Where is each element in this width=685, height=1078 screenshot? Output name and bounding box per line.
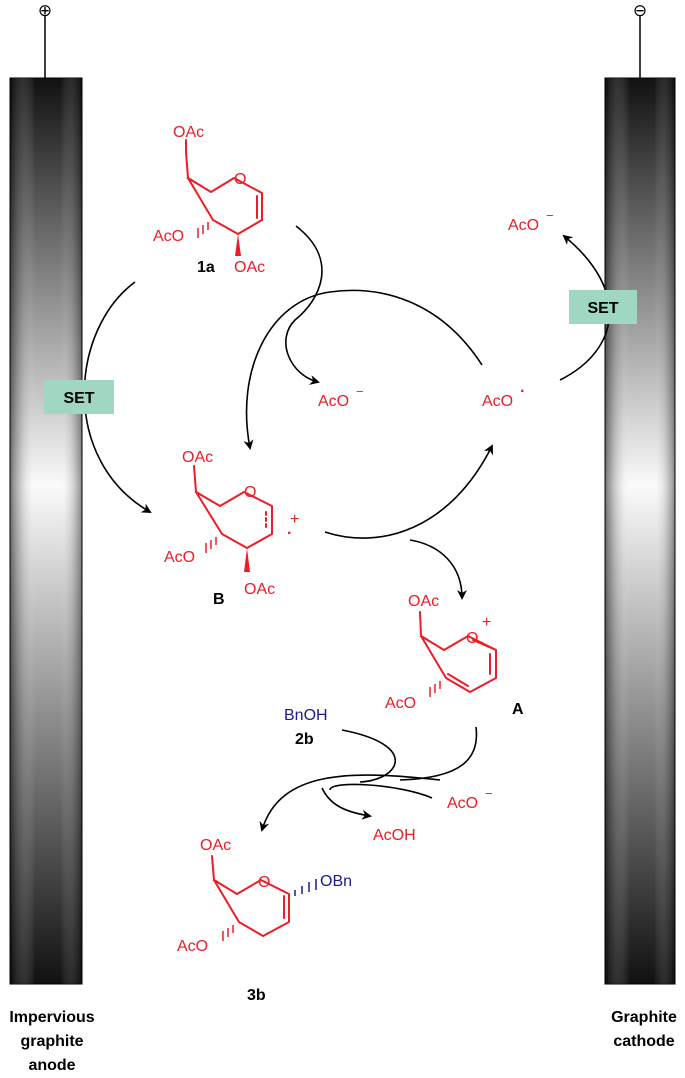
aco-radical: AcO · xyxy=(482,383,525,410)
B-oac-bottom: OAc xyxy=(244,581,275,598)
set-left-bg xyxy=(44,380,114,414)
A-charge: + xyxy=(482,614,491,631)
B-oac-top: OAc xyxy=(182,449,213,466)
anode-label-3: anode xyxy=(28,1057,75,1074)
set-right-bg xyxy=(569,290,637,324)
anode: ⊕ xyxy=(9,1,83,985)
aco-minus-bottom-charge: − xyxy=(485,786,493,801)
set-right-label: SET xyxy=(587,300,618,317)
arrows xyxy=(83,225,611,832)
A-ring-o: O xyxy=(466,630,478,647)
2b-label: 2b xyxy=(295,731,314,748)
cathode-shade xyxy=(605,78,675,984)
compound-A: OAc O + AcO A xyxy=(385,593,524,718)
3b-label: 3b xyxy=(247,987,266,1004)
arrow-to-A xyxy=(409,539,467,600)
arrow-cycle-top xyxy=(243,289,483,450)
arrow-cycle-bottom xyxy=(324,444,493,539)
B-hash-c3 xyxy=(205,537,217,553)
acoh: AcOH xyxy=(373,827,416,844)
3b-oac-left: AcO xyxy=(177,938,208,955)
A-oac-left: AcO xyxy=(385,695,416,712)
anode-label-1: Impervious xyxy=(9,1009,94,1026)
reagent-2b: BnOH 2b xyxy=(284,707,328,748)
A-wedge-c5 xyxy=(419,636,444,650)
1a-oac-bottom: OAc xyxy=(234,259,265,276)
aco-minus-center-text: AcO xyxy=(318,393,349,410)
cathode-sign: ⊖ xyxy=(633,1,647,20)
aco-minus-center-charge: − xyxy=(356,384,364,399)
B-label: B xyxy=(213,591,225,608)
aco-minus-top-right: AcO − xyxy=(508,208,554,234)
arrow-1a-release xyxy=(285,225,323,385)
1a-wedge-c4 xyxy=(235,234,241,256)
1a-wedge-c5 xyxy=(186,178,211,192)
set-box-right: SET xyxy=(569,290,637,324)
A-ring-o-link xyxy=(472,639,497,651)
2b-name: BnOH xyxy=(284,707,328,724)
arrow-to-acoh xyxy=(321,787,372,820)
set-left-label: SET xyxy=(63,390,94,407)
B-ring xyxy=(193,465,273,549)
compound-B: OAc O + · AcO OAc B xyxy=(164,449,299,608)
3b-oac-top: OAc xyxy=(200,837,231,854)
aco-minus-tr-text: AcO xyxy=(508,217,539,234)
anode-label-2: graphite xyxy=(20,1033,83,1050)
cathode-label-1: Graphite xyxy=(611,1009,677,1026)
aco-minus-center: AcO − xyxy=(318,384,364,410)
1a-oac-left: AcO xyxy=(153,228,184,245)
aco-radical-dot: · xyxy=(520,383,525,400)
arrow-aco-in xyxy=(329,783,433,799)
aco-radical-text: AcO xyxy=(482,393,513,410)
aco-minus-bottom-text: AcO xyxy=(447,795,478,812)
B-radical-dot: · xyxy=(287,525,292,542)
3b-ring xyxy=(211,855,290,937)
set-box-left: SET xyxy=(44,380,114,414)
compound-1a: OAc O AcO OAc 1a xyxy=(153,124,265,276)
A-double-bond-2 xyxy=(447,673,469,687)
B-charge: + xyxy=(290,511,299,528)
A-hash-c4 xyxy=(429,681,441,697)
anode-sign: ⊕ xyxy=(38,1,52,20)
3b-obn: OBn xyxy=(320,873,352,890)
1a-ring xyxy=(185,151,263,235)
cathode-label-2: cathode xyxy=(613,1033,674,1050)
1a-oac-top: OAc xyxy=(173,124,204,141)
B-oac-left: AcO xyxy=(164,549,195,566)
cathode: ⊖ xyxy=(604,1,676,985)
1a-hash-c3 xyxy=(197,222,209,238)
aco-minus-tr-charge: − xyxy=(546,208,554,223)
3b-ring-o: O xyxy=(258,874,270,891)
arrow-bnoh xyxy=(341,729,396,783)
B-wedge-c5 xyxy=(194,492,220,506)
arrow-A-down xyxy=(399,726,478,781)
1a-label: 1a xyxy=(197,259,215,276)
anode-shade xyxy=(10,78,82,984)
B-wedge-c4 xyxy=(244,548,250,572)
compound-3b: OAc O OBn AcO 3b xyxy=(177,837,352,1004)
3b-wedge-c5 xyxy=(212,880,237,894)
A-label: A xyxy=(512,701,524,718)
A-oac-top: OAc xyxy=(408,593,439,610)
aco-minus-bottom: AcO − xyxy=(447,786,493,812)
1a-ring-o: O xyxy=(234,171,246,188)
3b-hash-c4 xyxy=(222,925,234,941)
arrow-to-3b xyxy=(259,774,441,832)
3b-hash-anomeric xyxy=(294,879,317,896)
B-ring-o: O xyxy=(244,484,256,501)
